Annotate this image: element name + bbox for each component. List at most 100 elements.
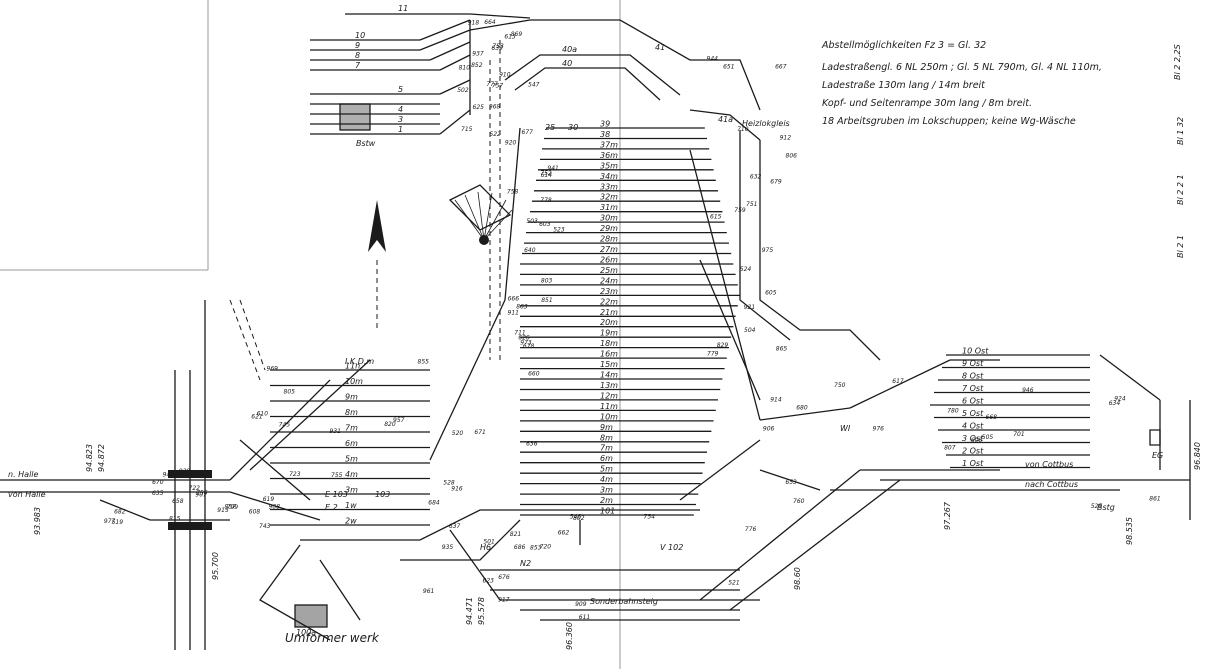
note-line-4: Kopf- und Seitenrampe 30m lang / 8m brei…	[822, 98, 1032, 109]
note-line-1: Abstellmöglichkeiten Fz 3 = Gl. 32	[821, 40, 986, 51]
switch-number: 760	[793, 498, 805, 505]
switch-number: 776	[745, 526, 757, 533]
switch-number: 750	[834, 382, 846, 389]
switch-number: 921	[744, 304, 755, 311]
yard-track-label: 15m	[600, 360, 618, 369]
yard-track-label: 26m	[600, 256, 618, 265]
inset-panel	[0, 0, 621, 669]
switch-number: 745	[279, 422, 291, 429]
yard-track-label: 13m	[600, 381, 618, 390]
km-marks: 94.823 94.872 93.983 95.700 97.267 98.53…	[33, 442, 1202, 650]
switch-number: 829	[717, 342, 729, 349]
yard-track-label: 25m	[600, 266, 618, 275]
side-text-c: Bl 2 2 1	[1176, 174, 1185, 205]
yard-track-label: 7m	[600, 444, 613, 453]
switch-number: 637	[449, 523, 461, 530]
east-track-label: 7 Ost	[962, 384, 984, 393]
switch-number: 613	[504, 34, 516, 41]
yard-track-label: 14m	[600, 371, 618, 380]
label-nach-cottbus: nach Cottbus	[1025, 480, 1078, 489]
yard-track-label: 30m	[600, 214, 618, 223]
yard-track-label: 9m	[600, 423, 613, 432]
switch-number: 521	[728, 580, 739, 587]
switch-number: 869	[511, 31, 523, 38]
yard-track-label: 24m	[600, 276, 618, 285]
switch-number: 805	[284, 389, 296, 396]
west-track-extra-label: E 103	[325, 490, 348, 499]
yard-track-label: 27m	[600, 245, 618, 254]
switch-number: 720	[540, 544, 552, 551]
switch-number: 636	[526, 440, 538, 447]
switch-number: 969	[267, 365, 279, 372]
km-94823: 94.823	[85, 444, 94, 472]
inset-track-1: 1	[398, 125, 403, 134]
inset-track-labels: 11 10 9 8 7 5 4 3 1 Bstw	[355, 4, 408, 148]
switch-number: 759	[734, 207, 746, 214]
track-41: 41	[655, 43, 665, 52]
yard-ladder-east-2	[699, 259, 761, 401]
east-track-label: 8 Ost	[962, 372, 984, 381]
switch-number: 611	[579, 614, 590, 621]
switch-number: 865	[776, 346, 788, 353]
track-41a: 41a	[718, 115, 733, 124]
inset-track-8: 8	[355, 51, 360, 60]
yard-track-label: 29m	[600, 224, 618, 233]
switch-number: 948	[163, 472, 175, 479]
label-sonderbahnsteig: Sonderbahnsteig	[590, 597, 658, 606]
west-track-extra-label: 103	[375, 490, 390, 499]
east-track-label: 9 Ost	[962, 359, 984, 368]
yard-track-label: 33m	[600, 182, 618, 191]
inset-track-3: 3	[398, 115, 403, 124]
switch-number: 920	[505, 140, 517, 147]
east-track-label: 2 Ost	[962, 447, 984, 456]
upper-yard-loops	[489, 19, 881, 361]
yard-track-label: 22m	[600, 297, 618, 306]
label-bstg: Bstg	[1097, 503, 1115, 512]
switch-number: 758	[507, 189, 519, 196]
west-track-extra-label: E 2	[325, 503, 338, 512]
yard-track-label: 5m	[600, 465, 613, 474]
track-heizlok: Heizlokgleis	[742, 119, 790, 128]
switch-number: 912	[780, 134, 792, 141]
switch-number: 632	[750, 174, 762, 181]
west-track-label: 8m	[345, 408, 358, 417]
yard-track-label: 35m	[600, 161, 618, 170]
switch-number: 917	[498, 596, 510, 603]
km-94471: 94.471	[465, 597, 474, 625]
switch-number: 806	[786, 153, 798, 160]
label-von-cottbus: von Cottbus	[1025, 460, 1073, 469]
switch-number: 853	[530, 544, 542, 551]
switch-number: 666	[508, 295, 520, 302]
switch-number: 977	[104, 518, 116, 525]
switch-number: 639	[491, 45, 503, 52]
km-95578: 95.578	[477, 597, 486, 625]
switch-number: 907	[195, 492, 207, 499]
inset-building-label: Bstw	[356, 139, 376, 148]
inset-track-9: 9	[355, 41, 360, 50]
switch-number: 911	[508, 310, 519, 317]
lower-labels: H6 N2 Sonderbahnsteig Umformer werk 100a…	[285, 424, 1163, 645]
switch-number: 957	[393, 417, 405, 424]
inset-track-5: 5	[398, 85, 403, 94]
yard-track-label: 101	[600, 507, 615, 516]
switch-number: 937	[472, 51, 484, 58]
label-nach-halle: n. Halle	[8, 470, 39, 479]
switch-number: 941	[547, 165, 558, 172]
west-track-extra-label: I.K.D.m	[345, 357, 374, 366]
switch-number: 502	[457, 87, 469, 94]
switch-number: 753	[492, 43, 504, 50]
km-95700: 95.700	[211, 552, 220, 580]
switch-number: 906	[763, 425, 775, 432]
km-98535: 98.535	[1125, 517, 1134, 545]
switch-numbers: 7577587597607567557547537527517507437457…	[104, 19, 1161, 621]
switch-number: 523	[553, 227, 565, 234]
km-96360: 96.360	[565, 622, 574, 650]
switch-number: 803	[541, 277, 553, 284]
switch-number: 751	[746, 201, 757, 208]
yard-ladder-west	[504, 127, 521, 301]
switch-number: 606	[971, 437, 983, 444]
yard-track-label: 21m	[600, 308, 618, 317]
switch-number: 664	[484, 19, 496, 26]
switch-number: 626	[518, 335, 530, 342]
switch-number: 701	[1013, 431, 1024, 438]
